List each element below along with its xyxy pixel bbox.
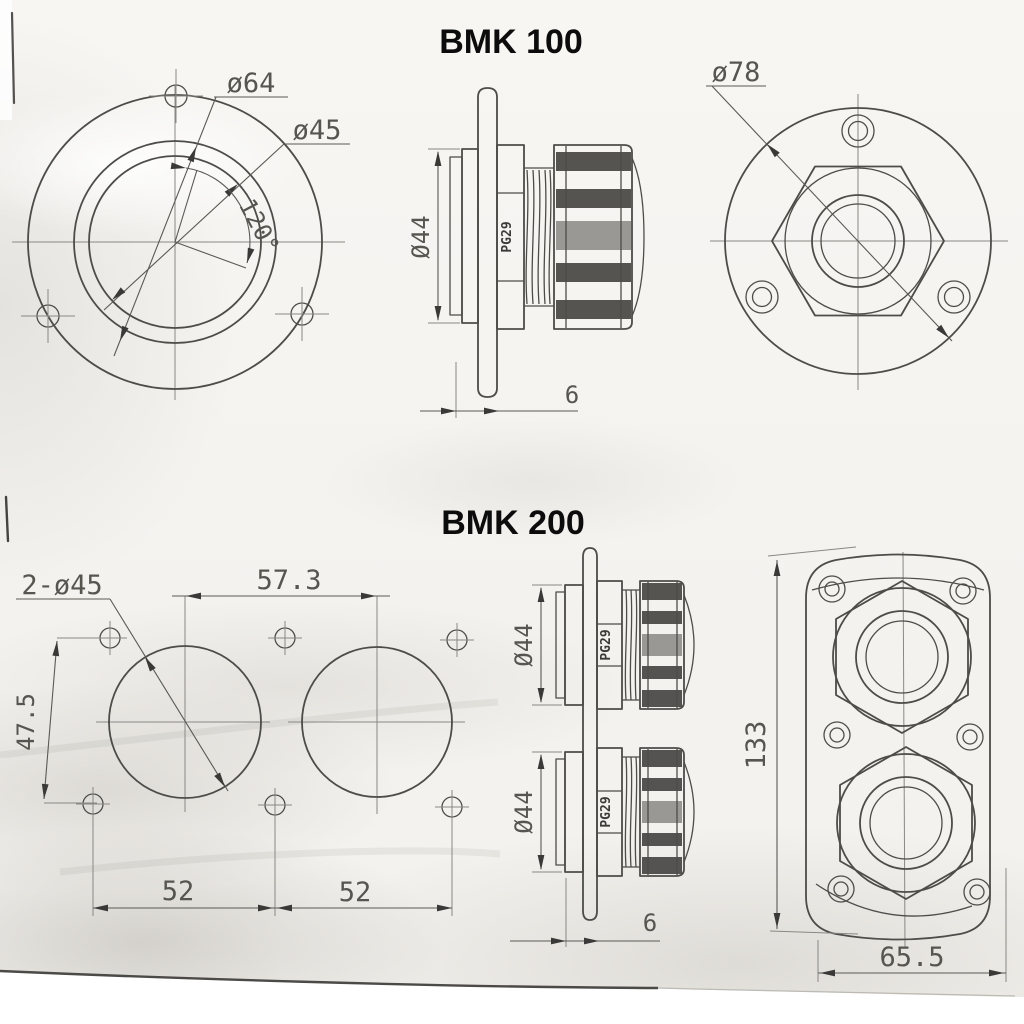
bmk100-title: BMK 100 — [439, 23, 583, 61]
bmk200-rear-screw-hole — [956, 723, 984, 751]
bmk100-bolt-hole — [149, 69, 203, 123]
bmk200-dim-pitch: 52 52 — [92, 816, 453, 916]
bmk200-screw-hole — [258, 788, 292, 822]
thread-size-label: PG29 — [599, 796, 614, 827]
bmk100-dim-flange-dia: ø78 — [706, 57, 953, 342]
dim-label-row-spacing: 47.5 — [12, 693, 40, 751]
dim-label-bolt-circle: ø64 — [227, 68, 276, 99]
dim-label-body-dia: Ø44 — [407, 215, 435, 258]
bmk100-rear-bolt-hole — [841, 114, 875, 148]
dim-label-height: 133 — [741, 721, 772, 770]
bmk100-dim-bolt-circle: ø64 — [113, 68, 288, 357]
bmk200-title: BMK 200 — [441, 504, 585, 542]
paper-crease — [59, 847, 501, 876]
bmk200-rear-hex-nut-top — [832, 580, 972, 734]
bmk100-panel-plate — [477, 87, 498, 398]
thread-size-label: PG29 — [500, 221, 515, 252]
dim-label-flange-dia: ø78 — [712, 57, 761, 88]
paper-crease — [0, 698, 499, 759]
bmk200-rear-screw-hole — [827, 875, 855, 903]
bmk200-dim-thickness: 6 — [510, 878, 660, 947]
bmk200-rear-screw-hole — [823, 721, 851, 749]
bmk100-bolt-hole — [275, 287, 329, 341]
bmk200-rear-screw-hole — [818, 575, 846, 603]
bmk100-flange-washer — [449, 156, 463, 316]
paper-bottom-edge — [0, 969, 1024, 1024]
bmk200-gland-top: PG29 — [510, 580, 695, 710]
bmk200-screw-hole — [268, 621, 302, 655]
dim-label-pitch-left: 52 — [162, 876, 195, 907]
dim-label-hole-dia: ø45 — [293, 115, 342, 146]
thread-size-label: PG29 — [599, 629, 614, 660]
bmk100-dim-thickness: 6 — [420, 362, 579, 418]
bmk200-screw-hole — [76, 787, 110, 821]
bmk100-rear-hex-nut — [771, 165, 945, 317]
paper-edge-line — [0, 969, 659, 990]
bmk100-dim-hole-dia: ø45 — [103, 115, 350, 311]
bmk200-cutout-right — [301, 646, 453, 798]
paper-edge-mid-left — [4, 495, 10, 543]
bmk100-side-view: PG29 — [407, 87, 645, 418]
bmk200-panel-plate — [582, 547, 598, 921]
bmk200-rear-screw-hole — [963, 878, 991, 906]
bmk200-screw-hole — [440, 623, 474, 657]
bmk100-hole-bore — [88, 155, 262, 329]
bmk100-section: BMK 100 — [12, 23, 1008, 418]
bmk200-dim-height: 133 — [741, 546, 859, 935]
dim-label-pitch-right: 52 — [339, 877, 372, 908]
bmk100-flange-body — [461, 148, 479, 324]
bmk100-rear-bolt-hole — [937, 280, 971, 314]
paper-edges — [0, 0, 501, 876]
bmk100-dim-body-dia: Ø44 — [407, 148, 460, 324]
bmk100-rear-flange — [724, 107, 992, 375]
bmk100-rear-view: ø78 — [706, 57, 1008, 390]
bmk100-rear-bolt-hole — [745, 280, 779, 314]
bmk100-front-view: ø64 ø45 120° — [12, 68, 350, 400]
paper-edge-top-left — [10, 11, 16, 105]
dim-label-thickness: 6 — [565, 381, 579, 409]
bmk200-rear-view: 133 65.5 — [741, 546, 1007, 982]
bmk200-side-view: PG29 — [510, 547, 695, 947]
bmk200-screw-hole — [435, 790, 469, 824]
bmk100-flange-outline — [27, 94, 323, 390]
dim-label-thickness: 6 — [643, 909, 657, 937]
bmk200-dim-center-distance: 57.3 — [172, 565, 390, 600]
bmk200-dim-cutouts: 2-ø45 — [16, 570, 229, 792]
bmk200-section: BMK 200 — [12, 504, 1007, 982]
bmk100-bolt-hole — [21, 289, 75, 343]
bmk100-hole-chamfer — [73, 140, 277, 344]
bmk100-gland-cap — [553, 144, 645, 330]
dim-label-cutouts: 2-ø45 — [21, 570, 102, 601]
dim-label-angle: 120° — [233, 194, 285, 258]
bmk200-cutout-left — [108, 645, 262, 799]
bmk100-dim-angle: 120° — [170, 162, 285, 269]
dim-label-top-dia: Ø44 — [510, 623, 538, 666]
bmk200-dim-width: 65.5 — [817, 868, 1007, 982]
bmk200-dim-row-spacing: 47.5 — [12, 637, 112, 804]
dim-label-width: 65.5 — [879, 942, 944, 973]
dim-label-center-distance: 57.3 — [256, 565, 321, 596]
bmk200-rear-hex-nut-bottom — [836, 746, 976, 900]
bmk200-rear-screw-hole — [949, 577, 977, 605]
dim-label-bottom-dia: Ø44 — [510, 790, 538, 833]
bmk100-thread-section — [524, 167, 554, 307]
bmk200-gland-bottom: PG29 — [510, 747, 695, 877]
bmk200-front-view: 2-ø45 57.3 47.5 — [12, 565, 474, 916]
bmk100-hex-nut: PG29 — [496, 144, 525, 330]
